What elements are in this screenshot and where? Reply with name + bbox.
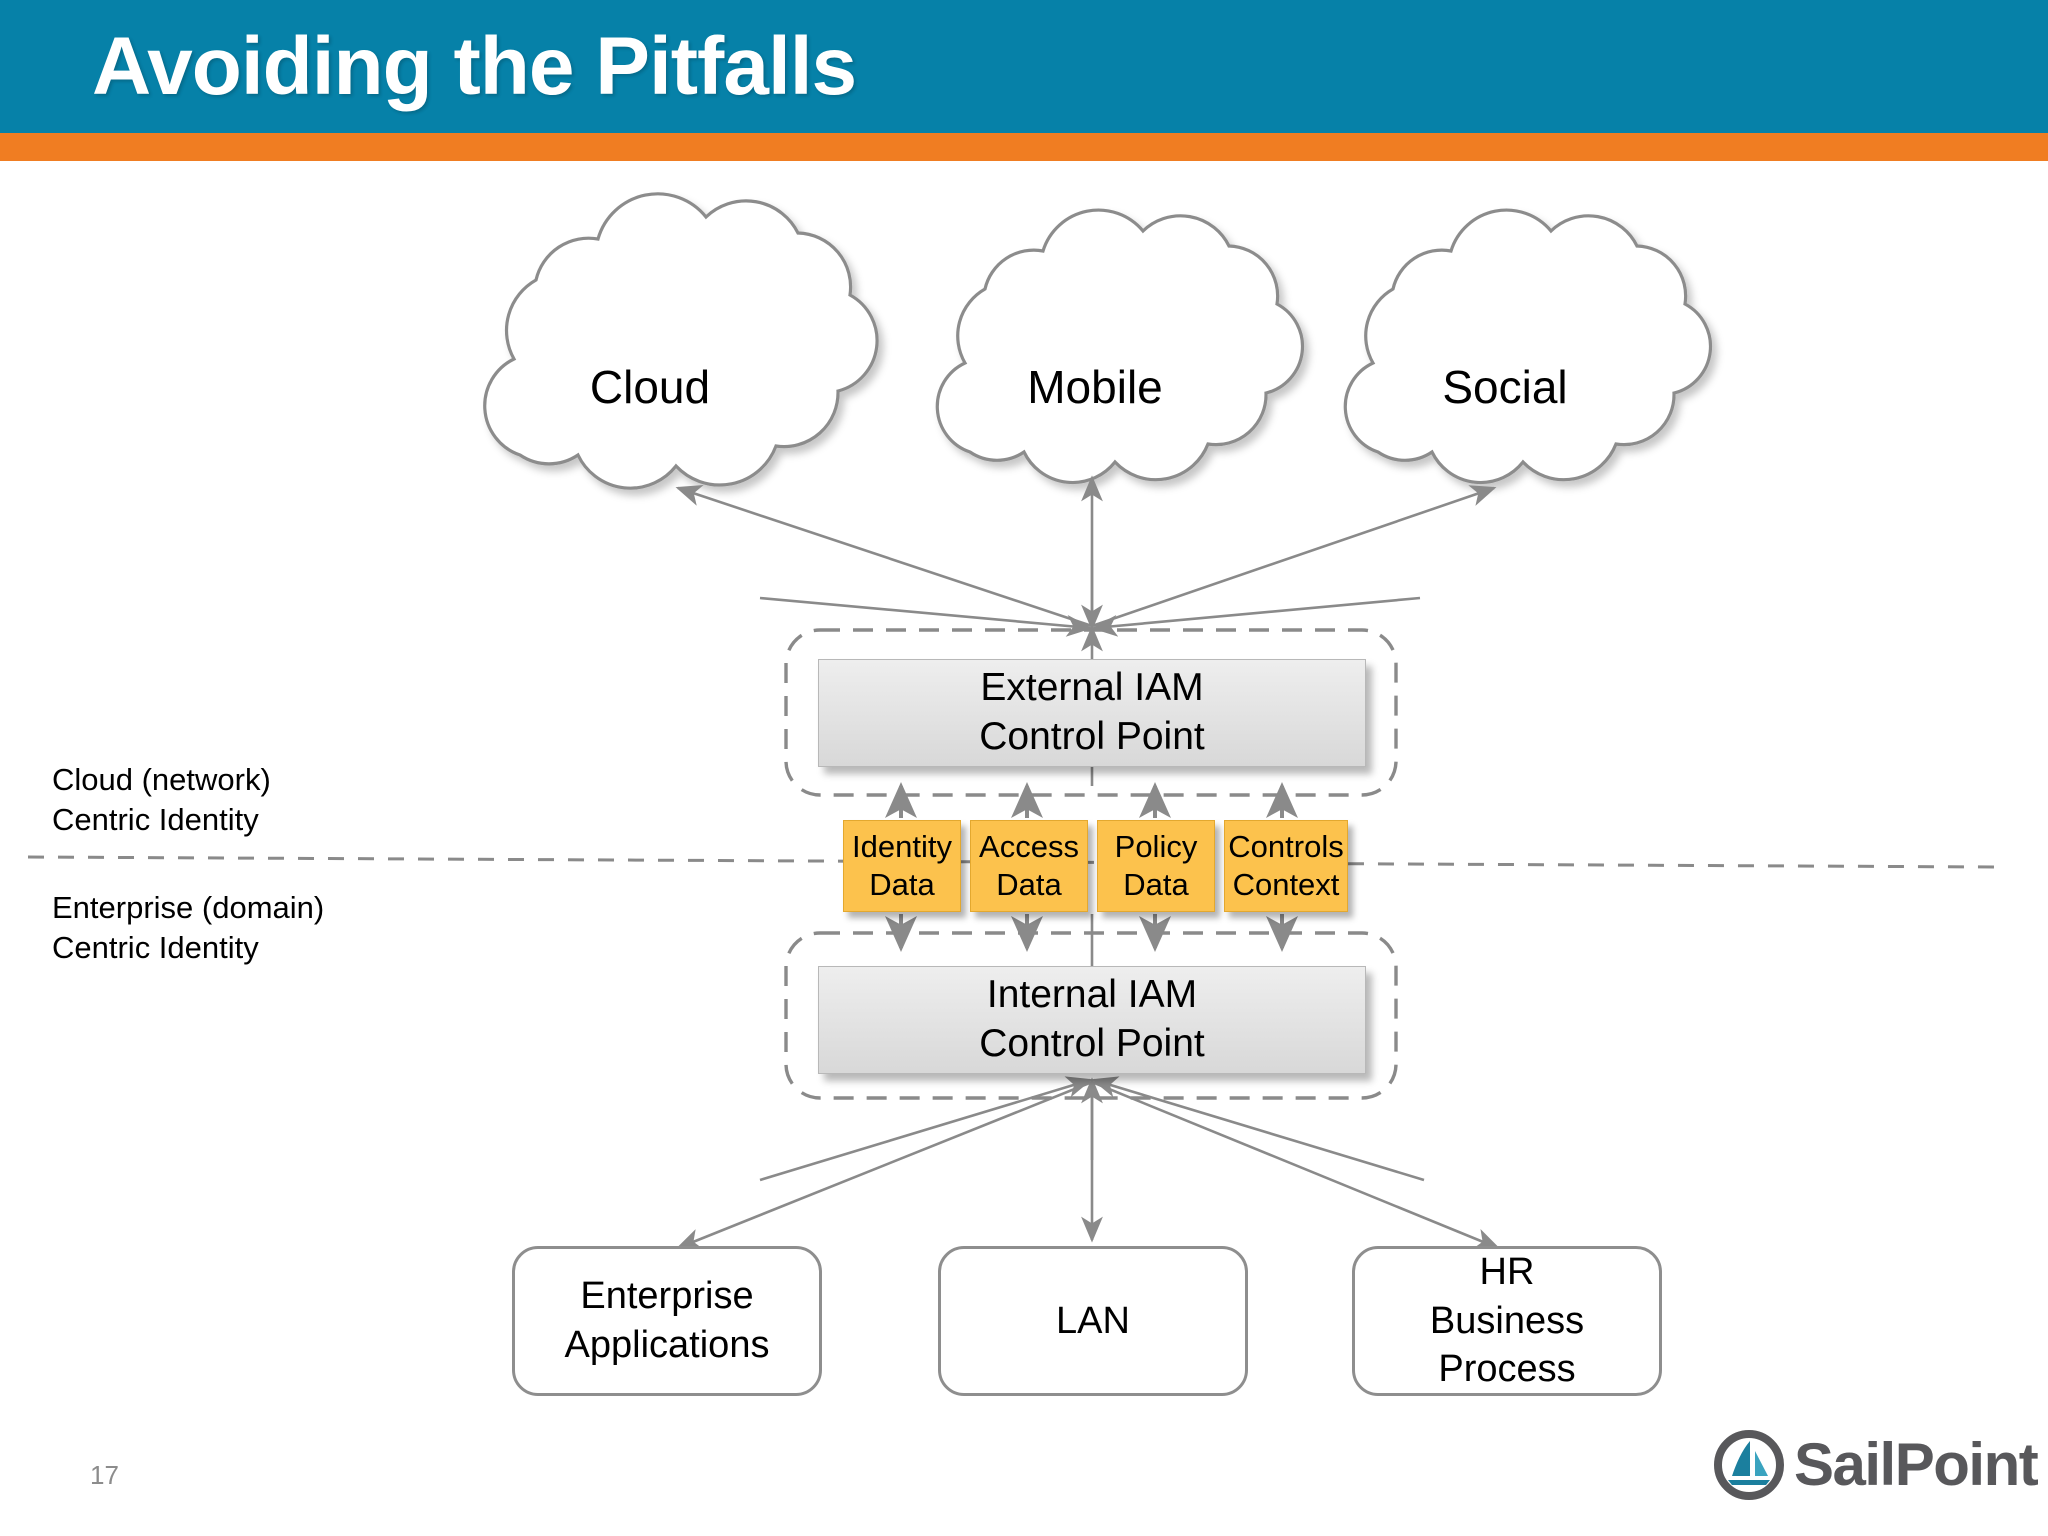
sailpoint-mark-icon <box>1714 1430 1784 1500</box>
endpoint-lan[interactable]: LAN <box>938 1246 1248 1396</box>
arrows-chips-to-external <box>885 782 1298 818</box>
chip-controls-context[interactable]: Controls Context <box>1224 820 1348 912</box>
cloud-shape-mobile <box>935 208 1305 485</box>
external-iam-control-point-box[interactable]: External IAM Control Point <box>818 659 1366 767</box>
endpoint-enterprise-applications[interactable]: Enterprise Applications <box>512 1246 822 1396</box>
endpoint-hr-business-process[interactable]: HR Business Process <box>1352 1246 1662 1396</box>
arrows-external-to-clouds <box>675 475 1497 637</box>
cloud-label-cloud: Cloud <box>589 361 711 413</box>
header-band <box>0 0 2048 133</box>
cloud-label-mobile: Mobile <box>1027 361 1163 413</box>
chip-identity-data[interactable]: Identity Data <box>843 820 961 912</box>
cloud-shape-cloud <box>483 192 879 490</box>
arrows-internal-to-endpoints <box>675 1076 1501 1250</box>
zone-label-enterprise-centric: Enterprise (domain) Centric Identity <box>52 890 325 965</box>
sailpoint-wordmark: SailPoint <box>1794 1431 2039 1498</box>
arrows-chips-to-internal <box>885 914 1298 952</box>
cloud-label-social: Social <box>1442 361 1568 413</box>
chip-policy-data[interactable]: Policy Data <box>1097 820 1215 912</box>
internal-iam-control-point-box[interactable]: Internal IAM Control Point <box>818 966 1366 1074</box>
page-number: 17 <box>90 1460 119 1490</box>
chip-access-data[interactable]: Access Data <box>970 820 1088 912</box>
cloud-shape-social <box>1343 208 1713 485</box>
sailpoint-logo: SailPoint <box>1712 1428 2039 1502</box>
header-accent-rule <box>0 133 2048 161</box>
page-title: Avoiding the Pitfalls <box>92 21 857 112</box>
zone-label-cloud-centric: Cloud (network) Centric Identity <box>52 762 271 837</box>
